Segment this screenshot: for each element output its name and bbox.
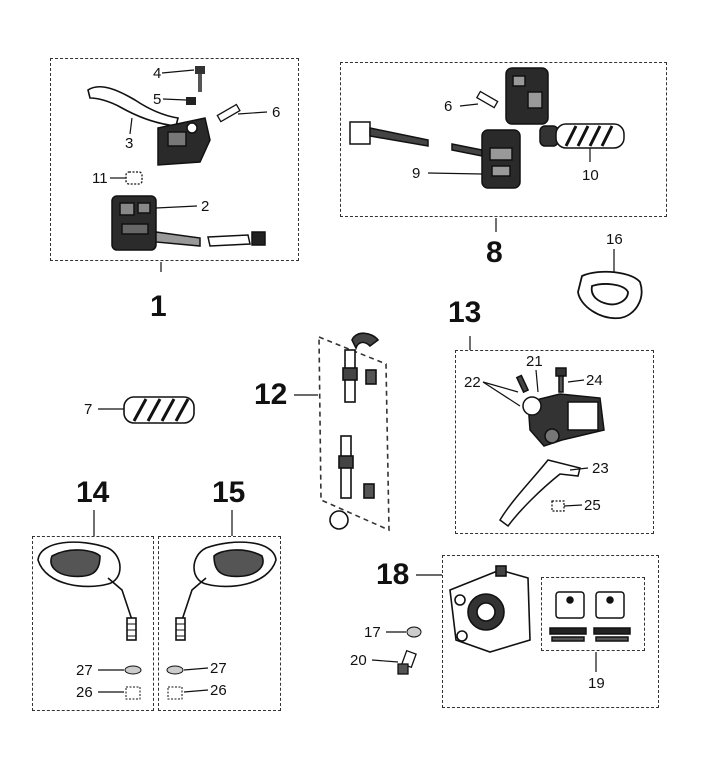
switch-2 <box>111 195 266 251</box>
nut-5 <box>186 97 196 105</box>
group-19-subbox <box>541 577 645 651</box>
part-label-10: 10 <box>582 167 599 184</box>
part-label-4: 4 <box>153 65 162 82</box>
part-label-7: 7 <box>84 401 93 418</box>
bolt-4 <box>195 66 205 92</box>
mirror-14 <box>37 541 137 641</box>
part-label-26a: 26 <box>76 684 93 701</box>
clutch-lever-3 <box>87 85 179 127</box>
part-label-3: 3 <box>125 135 134 152</box>
group-8-box <box>340 62 667 217</box>
part-label-5: 5 <box>153 91 162 108</box>
part-label-24: 24 <box>586 372 603 389</box>
group-label-13: 13 <box>448 296 482 329</box>
mirror-15 <box>175 541 277 641</box>
washer-27b <box>166 665 184 675</box>
caliper-18 <box>449 565 531 653</box>
part-label-16: 16 <box>606 231 623 248</box>
lever-bracket <box>157 117 211 166</box>
cover-16 <box>577 270 643 319</box>
brake-pads-19 <box>549 591 631 642</box>
grip-10 <box>539 123 625 149</box>
group-label-14: 14 <box>76 476 110 509</box>
part-label-17: 17 <box>364 624 381 641</box>
group-18-box <box>442 555 659 708</box>
connector <box>349 121 483 157</box>
part-label-27a: 27 <box>76 662 93 679</box>
washer-27a <box>124 665 142 675</box>
spacer-25 <box>551 500 565 512</box>
master-cylinder-13 <box>515 367 605 447</box>
part-label-25: 25 <box>584 497 601 514</box>
group-14-box <box>32 536 154 711</box>
lever-23 <box>499 459 581 528</box>
part-label-23: 23 <box>592 460 609 477</box>
part-label-26b: 26 <box>210 682 227 699</box>
part-label-6b: 6 <box>444 98 453 115</box>
group-1-box <box>50 58 299 261</box>
bolt-20 <box>397 649 417 675</box>
part-label-2: 2 <box>201 198 210 215</box>
switch-upper <box>505 67 549 125</box>
part-label-20: 20 <box>350 652 367 669</box>
washer-17 <box>406 626 422 638</box>
group-label-1: 1 <box>150 290 167 323</box>
group-15-box <box>158 536 281 711</box>
nut-26a <box>125 686 141 700</box>
grip-7 <box>123 396 195 424</box>
nut-26b <box>167 686 183 700</box>
group-label-8: 8 <box>486 236 503 269</box>
screw-6 <box>216 103 241 123</box>
screw-6b <box>475 90 499 109</box>
switch-9 <box>481 129 521 189</box>
part-label-21: 21 <box>526 353 543 370</box>
brake-hose-12 <box>329 332 380 530</box>
part-label-19: 19 <box>588 675 605 692</box>
part-label-27b: 27 <box>210 660 227 677</box>
part-label-9: 9 <box>412 165 421 182</box>
spacer-11 <box>125 171 143 185</box>
group-label-12: 12 <box>254 378 288 411</box>
leader-lines <box>93 69 615 693</box>
part-label-6: 6 <box>272 104 281 121</box>
part-label-22: 22 <box>464 374 481 391</box>
part-label-11: 11 <box>92 170 108 187</box>
group-label-18: 18 <box>376 558 410 591</box>
group-label-15: 15 <box>212 476 246 509</box>
group-13-box <box>455 350 654 534</box>
